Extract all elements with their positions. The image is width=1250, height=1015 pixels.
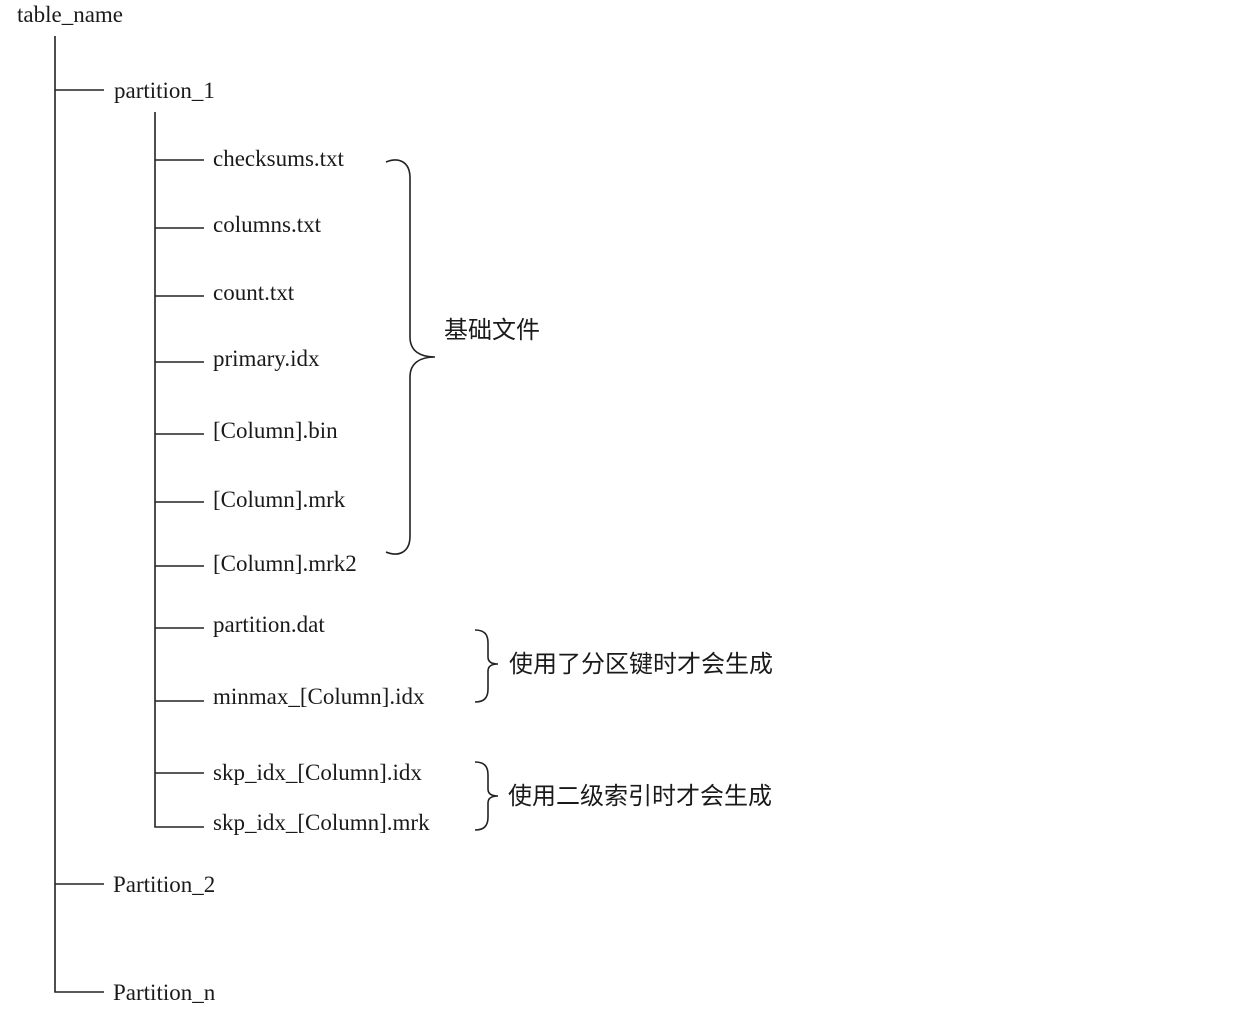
right-brace	[385, 159, 436, 555]
file-label: [Column].mrk	[213, 487, 346, 512]
partition-1-trunk	[154, 112, 204, 828]
right-brace	[474, 761, 499, 831]
partition-label: Partition_2	[113, 872, 215, 897]
file-label: checksums.txt	[213, 146, 345, 171]
file-label: partition.dat	[213, 612, 325, 637]
file-label: [Column].bin	[213, 418, 338, 443]
file-label: minmax_[Column].idx	[213, 684, 425, 709]
group-label: 使用二级索引时才会生成	[508, 782, 772, 810]
file-label: columns.txt	[213, 212, 322, 237]
root-label: table_name	[17, 2, 123, 27]
file-label: skp_idx_[Column].mrk	[213, 810, 430, 835]
file-label: [Column].mrk2	[213, 551, 357, 576]
file-branches	[155, 159, 204, 774]
group-label: 基础文件	[444, 316, 540, 344]
partition-label: partition_1	[114, 78, 215, 103]
file-label: primary.idx	[213, 346, 320, 371]
file-label: count.txt	[213, 280, 295, 305]
root-trunk	[54, 36, 104, 993]
group-label: 使用了分区键时才会生成	[509, 650, 773, 678]
file-label: skp_idx_[Column].idx	[213, 760, 422, 785]
partition-label: Partition_n	[113, 980, 216, 1005]
right-brace	[474, 629, 499, 703]
